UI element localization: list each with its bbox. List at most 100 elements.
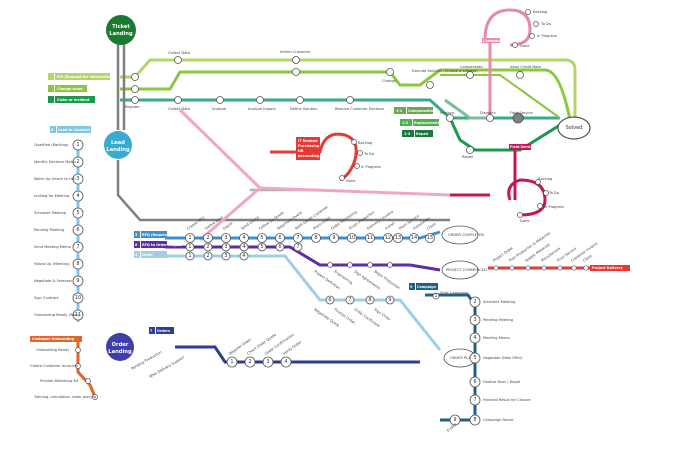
campaign-stop[interactable] (469, 332, 481, 344)
tag-11[interactable] (407, 107, 433, 114)
quote-stop[interactable] (329, 233, 339, 243)
station[interactable] (466, 71, 474, 79)
order-branch-stop[interactable] (365, 295, 375, 305)
onboard-stop[interactable] (85, 378, 91, 384)
project-branch-stop[interactable] (327, 262, 333, 268)
order-stop[interactable] (185, 251, 195, 261)
project-todo-dot[interactable] (357, 150, 363, 156)
order-landing-stop[interactable] (226, 356, 238, 368)
campaign-stop[interactable] (469, 376, 481, 388)
order-stop[interactable] (203, 251, 213, 261)
lead-stop[interactable] (72, 241, 84, 253)
station[interactable] (296, 96, 304, 104)
tag-complaint[interactable] (482, 38, 500, 43)
quote-stop[interactable] (393, 233, 403, 243)
delivery-stop[interactable] (525, 265, 531, 271)
quote-stop[interactable] (409, 233, 419, 243)
lead-stop[interactable] (72, 156, 84, 168)
station[interactable] (466, 146, 474, 154)
tag-project-delivery[interactable] (590, 265, 630, 271)
station[interactable] (174, 56, 182, 64)
complaint-done-dot[interactable] (512, 42, 518, 48)
tag-orders[interactable] (156, 327, 174, 334)
tag-l5[interactable] (141, 231, 167, 238)
station[interactable] (292, 56, 300, 64)
tag-12[interactable] (413, 119, 439, 126)
tag-project-loop[interactable] (296, 137, 320, 160)
project-stop[interactable] (221, 242, 231, 252)
quote-stop[interactable] (257, 233, 267, 243)
quote-stop[interactable] (311, 233, 321, 243)
order-branch-stop[interactable] (385, 295, 395, 305)
delivery-stop[interactable] (541, 265, 547, 271)
tag-13[interactable] (415, 130, 433, 137)
quote-stop[interactable] (203, 233, 213, 243)
station[interactable] (131, 73, 139, 81)
lead-stop[interactable] (72, 139, 84, 151)
onboard-stop[interactable] (75, 347, 81, 353)
lead-stop[interactable] (72, 275, 84, 287)
quote-stop[interactable] (239, 233, 249, 243)
tag-l6[interactable] (141, 241, 167, 248)
quote-stop[interactable] (365, 233, 375, 243)
campaign-stop[interactable] (469, 414, 481, 426)
tag-field[interactable] (509, 144, 531, 150)
project-branch-stop[interactable] (387, 262, 393, 268)
delivery-stop[interactable] (509, 265, 515, 271)
onboard-stop[interactable] (75, 363, 81, 369)
complaint-backlog-dot[interactable] (525, 9, 531, 15)
station[interactable] (292, 68, 300, 76)
tag-claim[interactable] (55, 96, 95, 103)
project-stop[interactable] (185, 242, 195, 252)
station[interactable] (256, 96, 264, 104)
complaint-inprogress-dot[interactable] (529, 33, 535, 39)
delivery-stop[interactable] (583, 265, 589, 271)
campaign-start-dot[interactable] (432, 292, 440, 300)
tag-l4[interactable] (141, 251, 167, 258)
project-inprogress-dot[interactable] (354, 163, 360, 169)
project-stop[interactable] (239, 242, 249, 252)
tag-rfi[interactable] (55, 73, 110, 80)
campaign-stop[interactable] (449, 414, 461, 426)
tag-campaign[interactable] (416, 283, 438, 290)
project-done-dot[interactable] (339, 175, 345, 181)
station[interactable] (516, 71, 524, 79)
project-stop[interactable] (257, 242, 267, 252)
onboard-stop[interactable] (92, 394, 98, 400)
order-landing-stop[interactable] (280, 356, 292, 368)
order-branch-stop[interactable] (345, 295, 355, 305)
station[interactable] (426, 81, 434, 89)
quote-stop[interactable] (185, 233, 195, 243)
tag-onboarding[interactable] (30, 336, 82, 342)
quote-stop[interactable] (293, 233, 303, 243)
field-inprogress-dot[interactable] (537, 203, 543, 209)
terminal-order-completed[interactable] (441, 225, 479, 245)
order-landing-stop[interactable] (244, 356, 256, 368)
order-stop[interactable] (239, 251, 249, 261)
lead-stop[interactable] (72, 190, 84, 202)
lead-stop[interactable] (72, 292, 84, 304)
project-stop[interactable] (275, 242, 285, 252)
quote-stop[interactable] (383, 233, 393, 243)
station[interactable] (131, 85, 139, 93)
lead-stop[interactable] (72, 224, 84, 236)
hub-ticket[interactable] (106, 15, 136, 45)
delivery-stop[interactable] (557, 265, 563, 271)
order-landing-stop[interactable] (262, 356, 274, 368)
tag-change[interactable] (55, 85, 87, 92)
field-todo-dot[interactable] (543, 190, 549, 196)
field-done-dot[interactable] (517, 212, 523, 218)
project-backlog-dot[interactable] (351, 139, 357, 145)
lead-stop[interactable] (72, 309, 84, 321)
complaint-todo-dot[interactable] (533, 21, 539, 27)
tag-lead[interactable] (57, 126, 91, 133)
station[interactable] (386, 68, 394, 76)
order-stop[interactable] (221, 251, 231, 261)
project-branch-stop[interactable] (367, 262, 373, 268)
hub-lead[interactable] (104, 131, 132, 159)
quote-stop[interactable] (347, 233, 357, 243)
lead-stop[interactable] (72, 173, 84, 185)
lead-stop[interactable] (72, 207, 84, 219)
delivery-stop[interactable] (493, 265, 499, 271)
lead-stop[interactable] (72, 258, 84, 270)
